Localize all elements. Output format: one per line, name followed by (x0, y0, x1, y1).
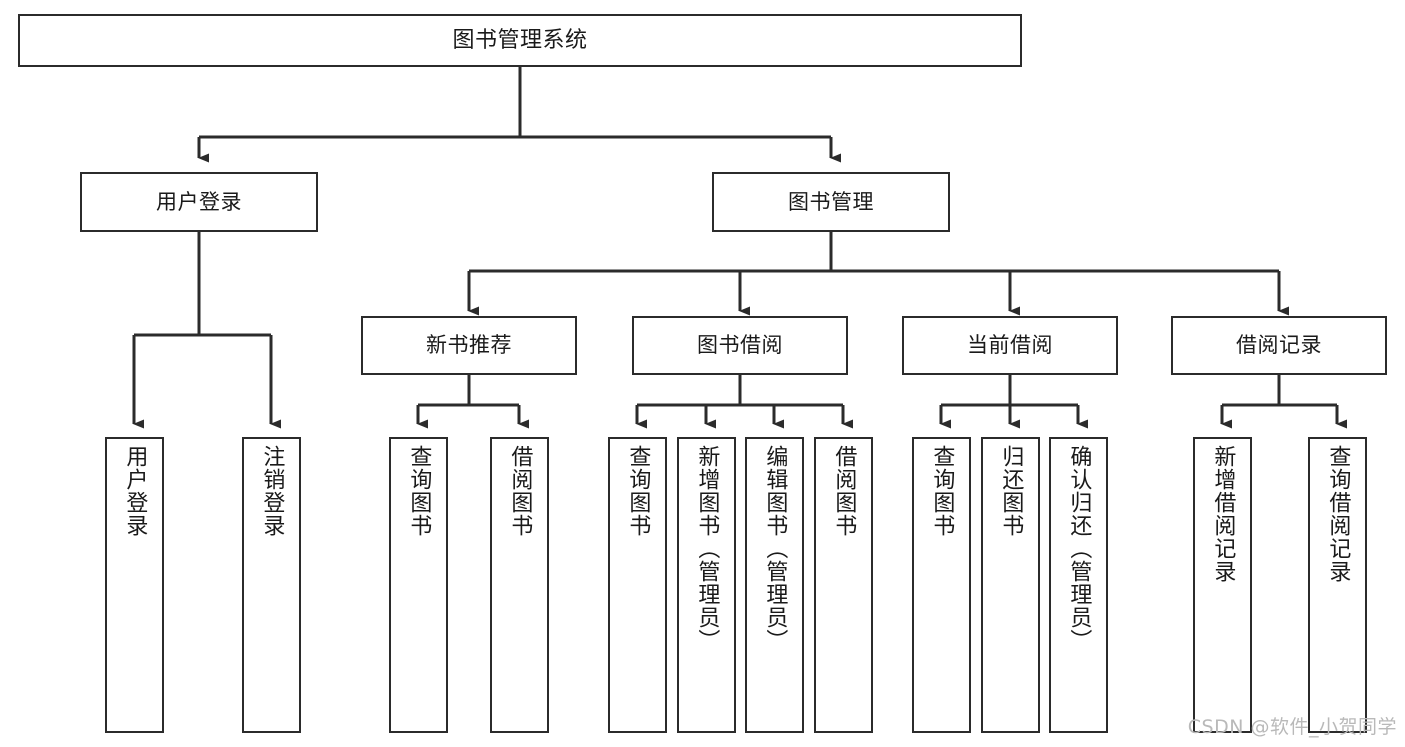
node-leaf-confirm-return-label: 确认归还（管理员） (1066, 445, 1092, 652)
node-leaf-return-book[interactable]: 归还图书 (981, 437, 1040, 733)
node-leaf-query-book-3[interactable]: 查询图书 (912, 437, 971, 733)
node-leaf-add-record[interactable]: 新增借阅记录 (1193, 437, 1252, 733)
node-leaf-return-book-label: 归还图书 (998, 445, 1024, 537)
csdn-watermark: CSDN @软件_小贺同学 (1187, 716, 1397, 738)
node-leaf-query-book-2-label: 查询图书 (625, 445, 651, 537)
node-new-book-rec[interactable]: 新书推荐 (361, 316, 577, 375)
node-leaf-logout[interactable]: 注销登录 (242, 437, 301, 733)
node-book-borrow[interactable]: 图书借阅 (632, 316, 848, 375)
node-book-manage-label: 图书管理 (788, 189, 874, 214)
node-current-borrow-label: 当前借阅 (967, 333, 1053, 357)
node-leaf-edit-book[interactable]: 编辑图书（管理员） (745, 437, 804, 733)
node-root[interactable]: 图书管理系统 (18, 14, 1022, 67)
node-leaf-edit-book-label: 编辑图书（管理员） (762, 445, 788, 652)
node-user-login[interactable]: 用户登录 (80, 172, 318, 232)
node-leaf-query-book-3-label: 查询图书 (929, 445, 955, 537)
node-leaf-confirm-return[interactable]: 确认归还（管理员） (1049, 437, 1108, 733)
node-leaf-query-record-label: 查询借阅记录 (1325, 445, 1351, 583)
node-leaf-add-book[interactable]: 新增图书（管理员） (677, 437, 736, 733)
node-leaf-borrow-book-1[interactable]: 借阅图书 (490, 437, 549, 733)
node-current-borrow[interactable]: 当前借阅 (902, 316, 1118, 375)
node-leaf-add-record-label: 新增借阅记录 (1210, 445, 1236, 583)
node-leaf-borrow-book-1-label: 借阅图书 (507, 445, 533, 537)
node-leaf-query-record[interactable]: 查询借阅记录 (1308, 437, 1367, 733)
node-leaf-user-login-label: 用户登录 (122, 445, 148, 537)
node-book-borrow-label: 图书借阅 (697, 333, 783, 357)
node-leaf-query-book-1[interactable]: 查询图书 (389, 437, 448, 733)
node-leaf-user-login[interactable]: 用户登录 (105, 437, 164, 733)
node-user-login-label: 用户登录 (156, 189, 242, 214)
node-leaf-query-book-2[interactable]: 查询图书 (608, 437, 667, 733)
node-book-manage[interactable]: 图书管理 (712, 172, 950, 232)
node-leaf-logout-label: 注销登录 (259, 445, 285, 537)
node-leaf-query-book-1-label: 查询图书 (406, 445, 432, 537)
node-leaf-borrow-book-2[interactable]: 借阅图书 (814, 437, 873, 733)
node-new-book-rec-label: 新书推荐 (426, 333, 512, 357)
node-root-label: 图书管理系统 (452, 27, 588, 53)
node-borrow-record[interactable]: 借阅记录 (1171, 316, 1387, 375)
node-leaf-add-book-label: 新增图书（管理员） (694, 445, 720, 652)
node-borrow-record-label: 借阅记录 (1236, 333, 1322, 357)
node-leaf-borrow-book-2-label: 借阅图书 (831, 445, 857, 537)
